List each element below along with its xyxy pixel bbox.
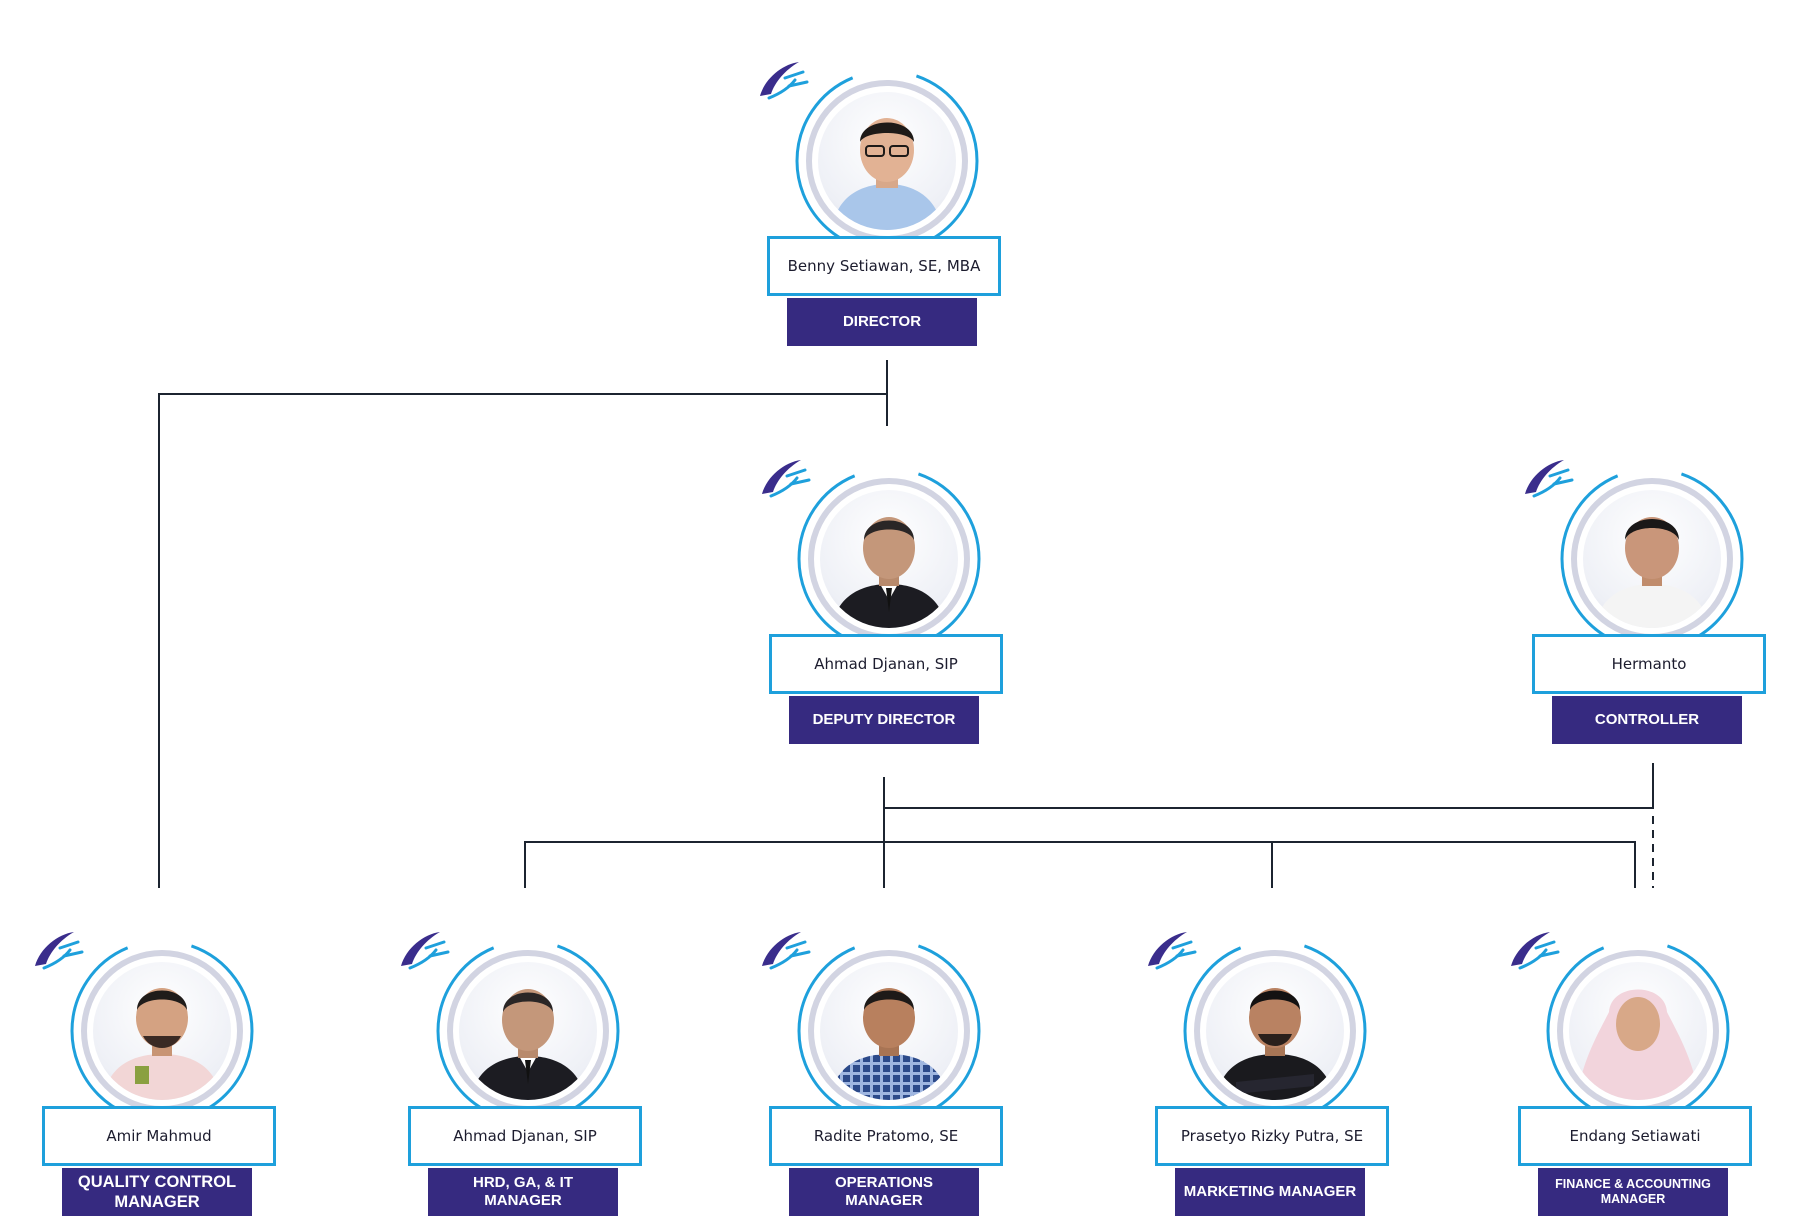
name-box: Endang Setiawati: [1518, 1106, 1752, 1166]
job-title: MARKETING MANAGER: [1183, 1183, 1357, 1200]
company-logo-swoosh-icon: [401, 932, 450, 970]
person-name: Prasetyo Rizky Putra, SE: [1180, 1127, 1364, 1145]
company-logo-swoosh-icon: [1148, 932, 1197, 970]
company-logo-swoosh-icon: [762, 932, 811, 970]
title-bar: CONTROLLER: [1552, 696, 1742, 744]
title-bar: DIRECTOR: [787, 298, 977, 346]
name-box: Ahmad Djanan, SIP: [408, 1106, 642, 1166]
person-photo: [1583, 490, 1721, 628]
name-box: Benny Setiawan, SE, MBA: [767, 236, 1001, 296]
node-deputy-director: Ahmad Djanan, SIP DEPUTY DIRECTOR: [724, 456, 1003, 746]
title-bar: QUALITY CONTROL MANAGER: [62, 1168, 252, 1216]
node-finance-manager: Endang Setiawati FINANCE & ACCOUNTING MA…: [1473, 928, 1752, 1218]
node-marketing-manager: Prasetyo Rizky Putra, SE MARKETING MANAG…: [1110, 928, 1389, 1218]
person-name: Endang Setiawati: [1569, 1127, 1701, 1145]
job-title: FINANCE & ACCOUNTING MANAGER: [1555, 1177, 1711, 1206]
person-photo: [93, 962, 231, 1100]
node-director: Benny Setiawan, SE, MBA DIRECTOR: [722, 58, 1001, 348]
person-photo: [1569, 962, 1707, 1100]
job-title: DIRECTOR: [842, 313, 922, 330]
company-logo-swoosh-icon: [1525, 460, 1574, 498]
title-bar: OPERATIONS MANAGER: [789, 1168, 979, 1216]
company-logo-swoosh-icon: [762, 460, 811, 498]
company-logo-swoosh-icon: [35, 932, 84, 970]
person-name: Ahmad Djanan, SIP: [814, 655, 958, 673]
job-title: CONTROLLER: [1594, 711, 1700, 728]
person-photo: [818, 92, 956, 230]
person-name: Radite Pratomo, SE: [813, 1127, 959, 1145]
title-bar: DEPUTY DIRECTOR: [789, 696, 979, 744]
name-box: Radite Pratomo, SE: [769, 1106, 1003, 1166]
company-logo-swoosh-icon: [1511, 932, 1560, 970]
person-photo: [459, 962, 597, 1100]
title-bar: MARKETING MANAGER: [1175, 1168, 1365, 1216]
node-hrd-manager: Ahmad Djanan, SIP HRD, GA, & IT MANAGER: [363, 928, 642, 1218]
person-name: Hermanto: [1611, 655, 1687, 673]
job-title: DEPUTY DIRECTOR: [812, 711, 956, 728]
title-bar: FINANCE & ACCOUNTING MANAGER: [1538, 1168, 1728, 1216]
name-box: Amir Mahmud: [42, 1106, 276, 1166]
job-title: HRD, GA, & IT MANAGER: [473, 1174, 573, 1209]
person-photo: [820, 490, 958, 628]
company-logo-swoosh-icon: [760, 62, 809, 100]
job-title: OPERATIONS MANAGER: [834, 1174, 934, 1209]
title-bar: HRD, GA, & IT MANAGER: [428, 1168, 618, 1216]
node-qc-manager: Amir Mahmud QUALITY CONTROL MANAGER: [0, 928, 276, 1218]
name-box: Ahmad Djanan, SIP: [769, 634, 1003, 694]
person-name: Amir Mahmud: [106, 1127, 212, 1145]
node-controller: Hermanto CONTROLLER: [1487, 456, 1766, 746]
job-title: QUALITY CONTROL MANAGER: [77, 1173, 237, 1211]
node-operations-manager: Radite Pratomo, SE OPERATIONS MANAGER: [724, 928, 1003, 1218]
person-photo: [820, 962, 958, 1100]
person-name: Ahmad Djanan, SIP: [453, 1127, 597, 1145]
name-box: Hermanto: [1532, 634, 1766, 694]
name-box: Prasetyo Rizky Putra, SE: [1155, 1106, 1389, 1166]
person-name: Benny Setiawan, SE, MBA: [787, 257, 981, 275]
person-photo: [1206, 962, 1344, 1100]
